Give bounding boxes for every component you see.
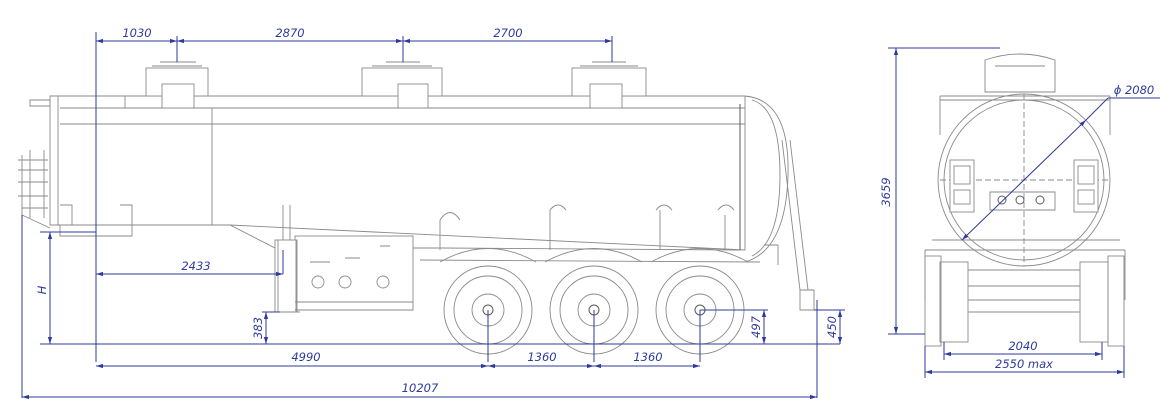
dim-383: 383 bbox=[251, 317, 265, 339]
front-ladder bbox=[18, 99, 51, 229]
dim-2700: 2700 bbox=[493, 26, 522, 40]
dim-450: 450 bbox=[825, 316, 839, 338]
rear-view bbox=[924, 53, 1126, 347]
dim-h: H bbox=[35, 285, 49, 294]
rear-dimensions: 3659 ϕ 2080 2040 2550 max bbox=[879, 47, 1160, 378]
dim-1360-b: 1360 bbox=[633, 350, 662, 364]
fenders bbox=[439, 248, 749, 263]
side-dimensions: 1030 2870 2700 2433 H 383 4990 1360 1360… bbox=[21, 26, 845, 400]
dome-2 bbox=[361, 61, 443, 109]
side-view bbox=[18, 61, 815, 355]
equipment-cabinet bbox=[274, 235, 414, 313]
dim-2433: 2433 bbox=[181, 259, 210, 273]
dim-1030: 1030 bbox=[122, 26, 151, 40]
dim-2870: 2870 bbox=[275, 26, 304, 40]
dim-1360-a: 1360 bbox=[527, 350, 556, 364]
dim-4990: 4990 bbox=[291, 350, 320, 364]
dim-497: 497 bbox=[749, 315, 763, 338]
dome-1 bbox=[145, 61, 209, 109]
dim-10207: 10207 bbox=[402, 381, 439, 395]
dim-3659: 3659 bbox=[879, 177, 893, 206]
tank-body bbox=[49, 95, 789, 263]
dim-diameter-2080: ϕ 2080 bbox=[1114, 83, 1155, 97]
rear-ladder-and-bumper bbox=[765, 139, 815, 311]
dome-3 bbox=[571, 61, 647, 109]
dim-2040: 2040 bbox=[1008, 339, 1037, 353]
dim-2550-max: 2550 max bbox=[995, 357, 1053, 371]
